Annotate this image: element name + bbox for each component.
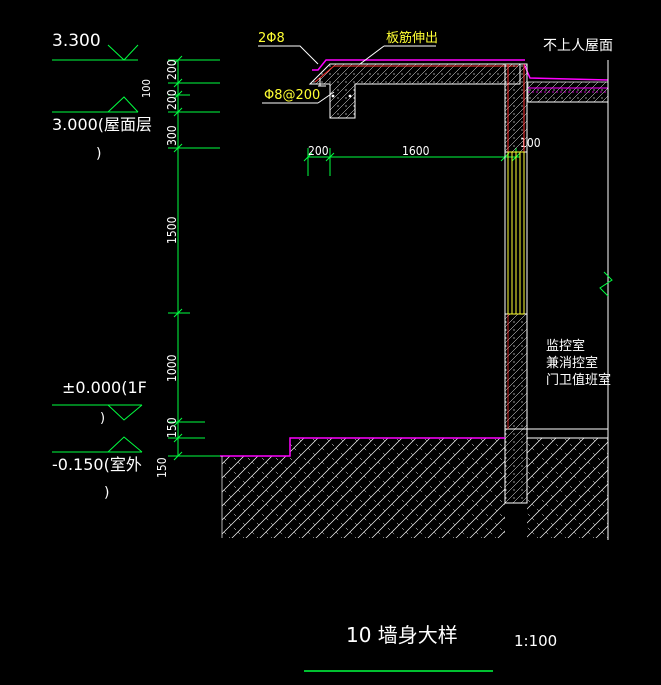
roof-note-label: 不上人屋面 (543, 38, 613, 54)
window-frame (507, 151, 525, 315)
dim-v-1500: 1500 (165, 216, 179, 244)
dim-v-150-b: 150 (155, 457, 169, 478)
rebar-main-note: 2Φ8 (258, 31, 319, 65)
dim-h-200: 200 (308, 144, 329, 158)
rebar-main-label: 2Φ8 (258, 31, 285, 46)
drawing-title: 10 墙身大样 (346, 623, 458, 647)
ground-section (220, 428, 608, 538)
drawing-scale: 1:100 (514, 632, 557, 650)
level-ground-label: ±0.000(1F (62, 378, 147, 397)
dim-v-150-a: 150 (165, 417, 179, 438)
dim-h-1600: 1600 (402, 144, 430, 158)
room-label-guard: 门卫值班室 (546, 372, 611, 388)
slab-note-label: 板筋伸出 (386, 30, 438, 46)
wall-column (504, 63, 528, 504)
level-exterior-paren: ) (104, 485, 109, 501)
roof-canopy-slab (308, 59, 525, 119)
level-mark-roof: 3.000(屋面层 ) (52, 96, 152, 162)
dim-v-200-a: 200 (165, 59, 179, 80)
level-roof-paren: ) (96, 146, 101, 162)
level-roof-label: 3.000(屋面层 (52, 115, 152, 134)
room-labels: 监控室 兼消控室 门卫值班室 (546, 338, 611, 388)
level-mark-exterior: -0.150(室外 ) (52, 436, 143, 501)
level-mark-ground: ±0.000(1F ) (52, 378, 147, 426)
level-mark-parapet: 3.300 (52, 31, 139, 61)
rebar-stirrup-label: Φ8@200 (264, 88, 320, 103)
dim-v-100: 100 (140, 79, 153, 98)
dim-v-300: 300 (165, 125, 179, 146)
room-label-monitor: 监控室 (546, 338, 585, 354)
slab-note: 板筋伸出 (359, 30, 438, 65)
level-ground-paren: ) (100, 411, 105, 426)
drawing-title-block: 10 墙身大样 1:100 (304, 623, 557, 672)
level-parapet-label: 3.300 (52, 31, 101, 51)
rebar-stirrup-note: Φ8@200 (262, 88, 335, 104)
dim-v-1000: 1000 (165, 354, 179, 382)
vertical-dimension-chain (168, 55, 220, 461)
level-exterior-label: -0.150(室外 (52, 455, 142, 474)
room-label-fire-control: 兼消控室 (546, 355, 598, 371)
vertical-dimension-labels: 200 100 200 300 1500 1000 150 150 (140, 59, 179, 478)
dim-v-200-b: 200 (165, 89, 179, 110)
